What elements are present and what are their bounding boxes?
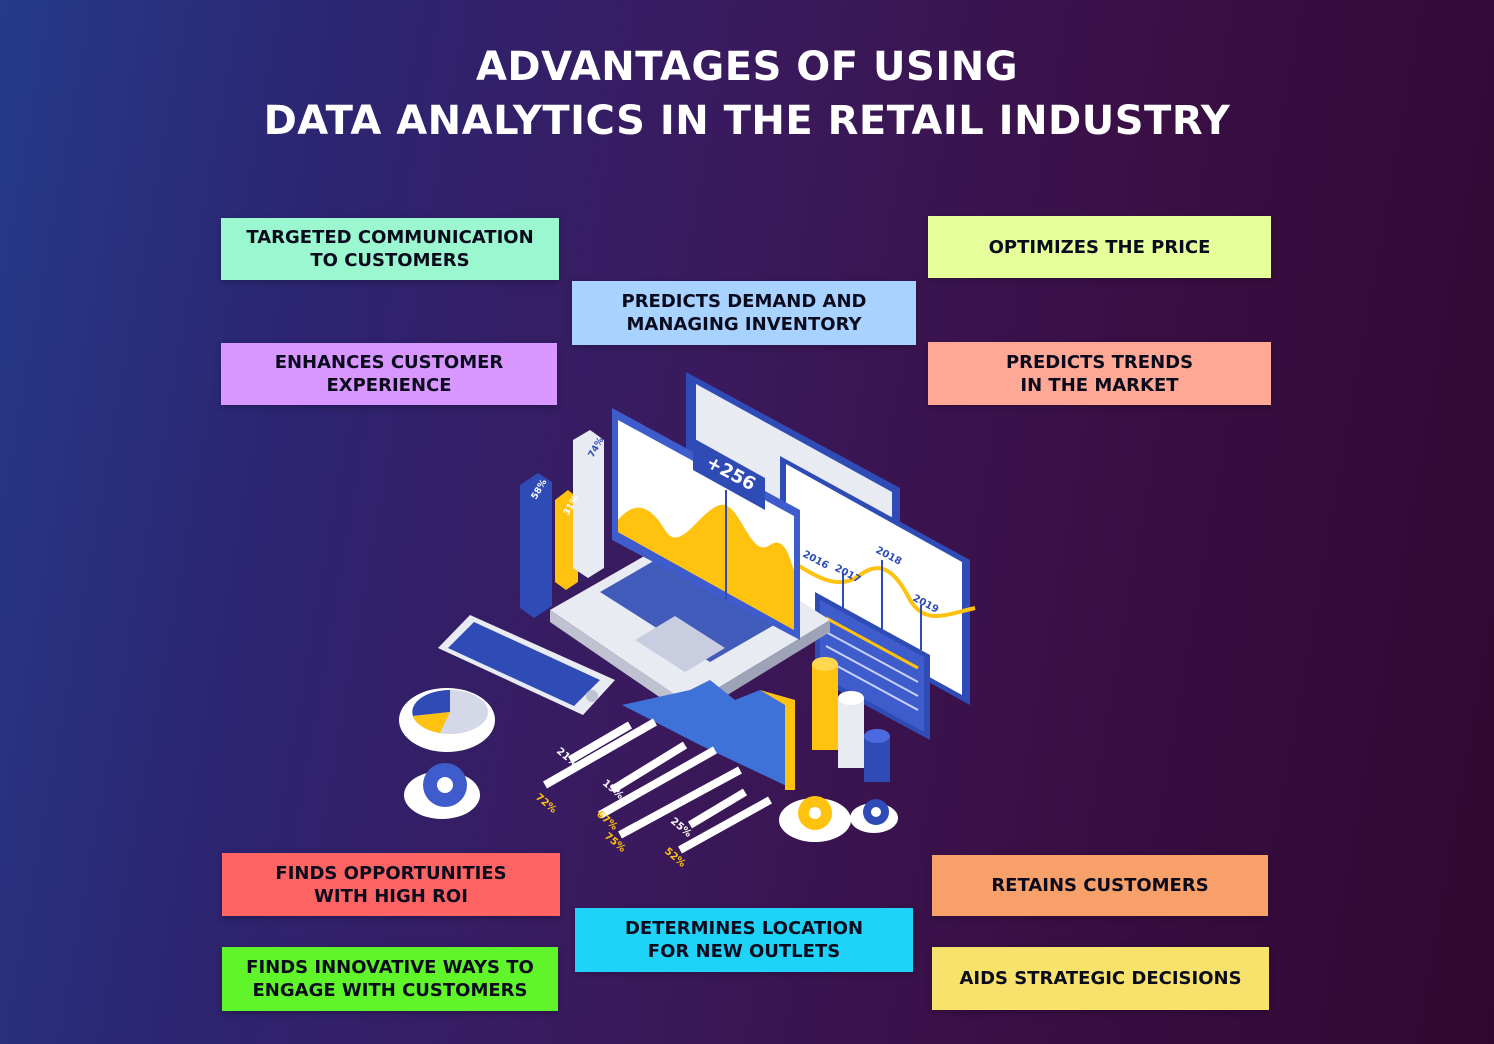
bar-label: 74% [587,436,606,460]
benefit-line: FOR NEW OUTLETS [647,941,841,962]
benefit-line: FINDS OPPORTUNITIES [275,862,507,884]
title-line-2: DATA ANALYTICS IN THE RETAIL INDUSTRY [263,98,1231,144]
gear-icon [404,763,480,819]
list-percent: 52% [662,846,687,870]
benefit-line: PREDICTS DEMAND AND [621,291,867,312]
list-percent: 25% [668,816,693,840]
year-label: 2019 [911,593,941,616]
benefit-line: EXPERIENCE [326,375,452,396]
benefit-line: ENGAGE WITH CUSTOMERS [252,980,528,1001]
trend-panel: 2016 2017 2018 2019 [780,456,976,705]
cylinder-bars [812,657,890,782]
laptop [550,408,830,718]
benefit-line: WITH HIGH ROI [314,885,468,907]
benefit-line: DETERMINES LOCATION [624,918,864,939]
bar-label: 31% [562,494,581,518]
smartphone [438,615,615,715]
benefit-retains-customers: RETAINS CUSTOMERS [932,855,1268,916]
title-line-1: ADVANTAGES OF USING [475,44,1019,90]
benefit-line: MANAGING INVENTORY [626,314,862,335]
benefit-line: IN THE MARKET [1020,374,1179,396]
year-label: 2017 [833,563,863,586]
percentage-list: 21% 72% 19% 67% 75% 25% 52% [533,718,772,870]
bar-label: 58% [530,478,549,502]
year-label: 2018 [874,545,904,568]
badge-value: +256 [703,452,759,495]
benefit-line: AIDS STRATEGIC DECISIONS [959,968,1242,989]
page-title: ADVANTAGES OF USING DATA ANALYTICS IN TH… [0,40,1494,148]
bar-columns: 58% 31% 74% [520,430,606,618]
benefit-line: ENHANCES CUSTOMER [274,352,504,373]
list-percent: 67% [594,809,619,833]
gear-icon [779,796,851,842]
benefit-line: OPTIMIZES THE PRICE [988,236,1211,258]
list-percent: 19% [600,778,625,802]
list-percent: 75% [602,831,627,855]
benefit-strategic-decisions: AIDS STRATEGIC DECISIONS [932,947,1269,1010]
area-chart [622,680,795,790]
benefit-line: RETAINS CUSTOMERS [991,875,1209,896]
list-percent: 21% [554,746,579,770]
gear-icon [850,799,898,833]
benefit-line: TARGETED COMMUNICATION [246,227,534,248]
list-window [815,592,930,740]
back-monitor [686,372,900,630]
benefit-line: TO CUSTOMERS [310,250,470,271]
pie-chart [399,688,495,752]
benefit-line: FINDS INNOVATIVE WAYS TO [246,957,534,978]
benefit-line: PREDICTS TRENDS [1005,351,1194,373]
year-label: 2016 [801,549,831,572]
list-percent: 72% [533,792,558,816]
growth-badge: +256 [693,438,765,510]
benefit-optimizes-price: OPTIMIZES THE PRICE [928,216,1271,278]
